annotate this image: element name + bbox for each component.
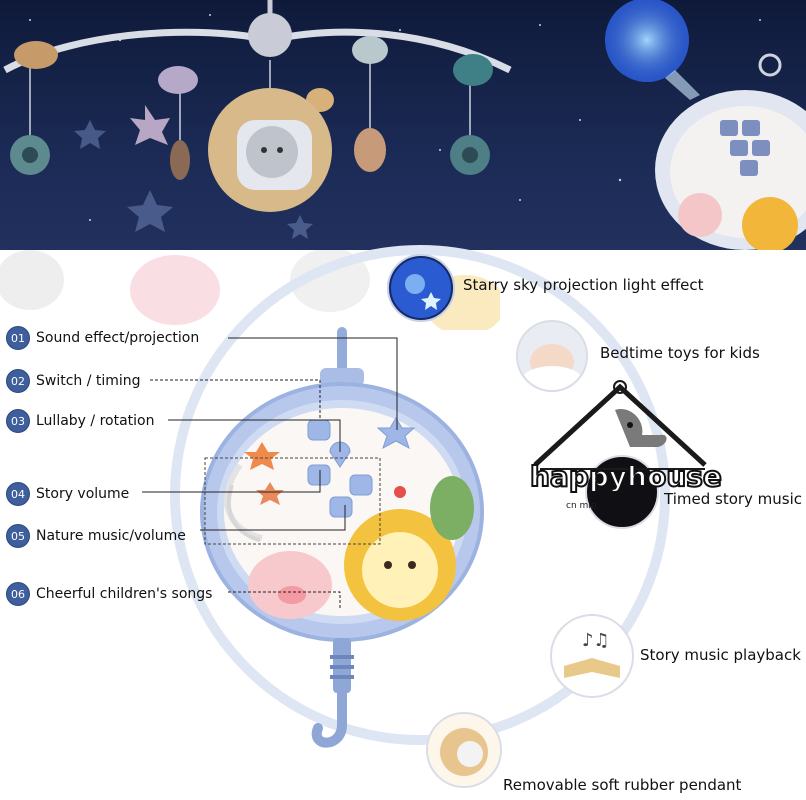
callout-number: 05 [6,524,30,548]
starry-sky-bubble [387,254,455,322]
callout-label: Lullaby / rotation [36,413,155,429]
callout-label: Nature music/volume [36,528,186,544]
faded-animal-toys [0,250,500,330]
callout-switch-timing: 02 Switch / timing [6,369,141,393]
watermark-logo: happyhouse cn mip [520,375,723,525]
feature-bedtime-toys: Bedtime toys for kids [600,344,760,362]
callout-lullaby-rotation: 03 Lullaby / rotation [6,409,154,433]
callout-label: Sound effect/projection [36,330,200,346]
svg-text:♪♫: ♪♫ [582,630,610,651]
pendant-bubble [426,712,502,788]
callout-number: 04 [6,482,30,506]
feature-starry-sky: Starry sky projection light effect [463,276,704,294]
story-music-bubble: ♪♫ [550,614,634,698]
watermark-sub: cn mip [566,501,597,511]
callout-childrens-songs: 06 Cheerful children's songs [6,582,212,606]
callout-nature-music: 05 Nature music/volume [6,524,186,548]
feature-timed-story-music: Timed story music [664,490,803,508]
callout-number: 06 [6,582,30,606]
callout-sound-effect: 01 Sound effect/projection [6,326,199,350]
product-photo-night [0,0,806,250]
callout-label: Cheerful children's songs [36,586,213,602]
callout-number: 01 [6,326,30,350]
crib-mobile-scene [3,0,806,250]
callout-label: Switch / timing [36,373,141,389]
callout-number: 02 [6,369,30,393]
bedtime-bubble [516,320,588,392]
callout-number: 03 [6,409,30,433]
callout-label: Story volume [36,486,130,502]
feature-story-playback: Story music playback [640,646,801,664]
feature-removable-pendant: Removable soft rubber pendant [503,776,742,794]
callout-story-volume: 04 Story volume [6,482,129,506]
watermark-brand: happyhouse [529,459,723,494]
timed-story-bubble [585,455,659,529]
